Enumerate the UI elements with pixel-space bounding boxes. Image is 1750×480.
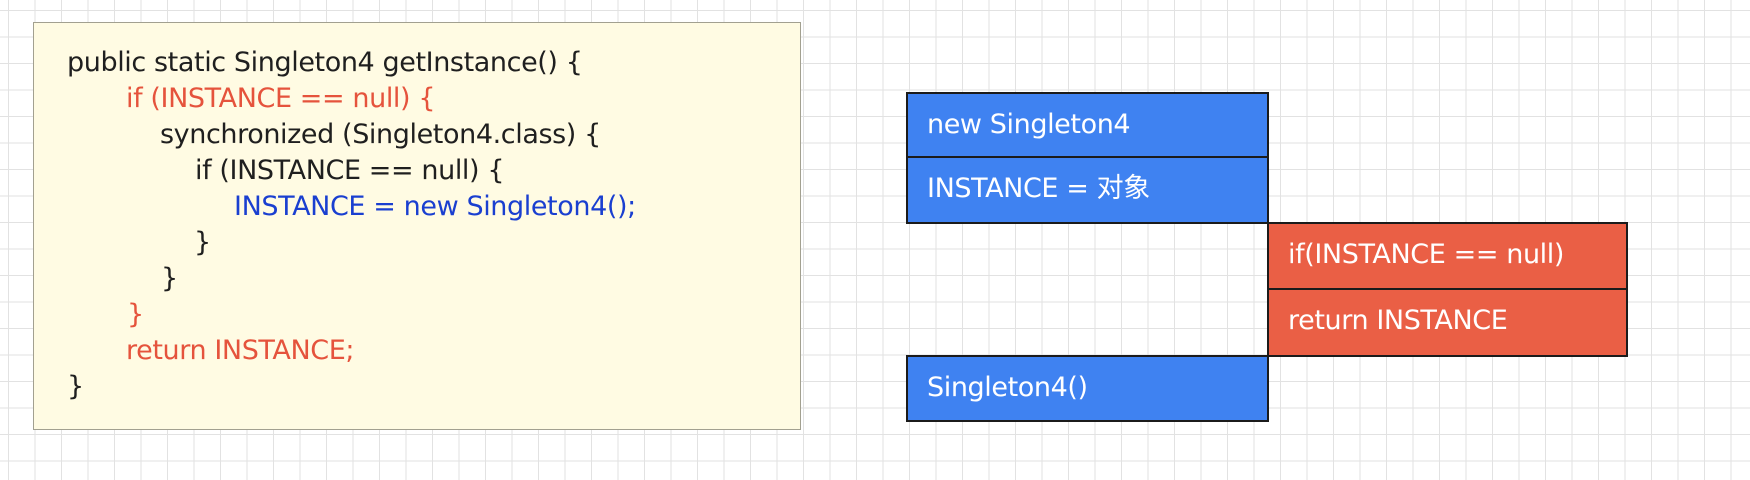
timeline-block-instance-assign: INSTANCE = 对象 [906,156,1269,224]
code-line-return: return INSTANCE; [126,335,355,366]
timeline-block-new-singleton: new Singleton4 [906,92,1269,158]
code-line-close-method: } [67,371,84,402]
code-line-inner-null-check: if (INSTANCE == null) { [195,155,505,186]
code-line-close-synchronized: } [161,263,178,294]
code-line-method-signature: public static Singleton4 getInstance() { [67,47,583,78]
code-panel: public static Singleton4 getInstance() {… [33,22,801,430]
code-line-close-outer-if: } [127,299,144,330]
code-line-outer-null-check: if (INSTANCE == null) { [126,83,436,114]
timeline-block-constructor: Singleton4() [906,355,1269,422]
code-line-close-inner-if: } [194,227,211,258]
timeline-block-return-instance: return INSTANCE [1267,288,1628,357]
code-line-synchronized: synchronized (Singleton4.class) { [160,119,601,150]
code-line-assignment: INSTANCE = new Singleton4(); [234,191,636,222]
timeline-block-if-null-check: if(INSTANCE == null) [1267,222,1628,290]
